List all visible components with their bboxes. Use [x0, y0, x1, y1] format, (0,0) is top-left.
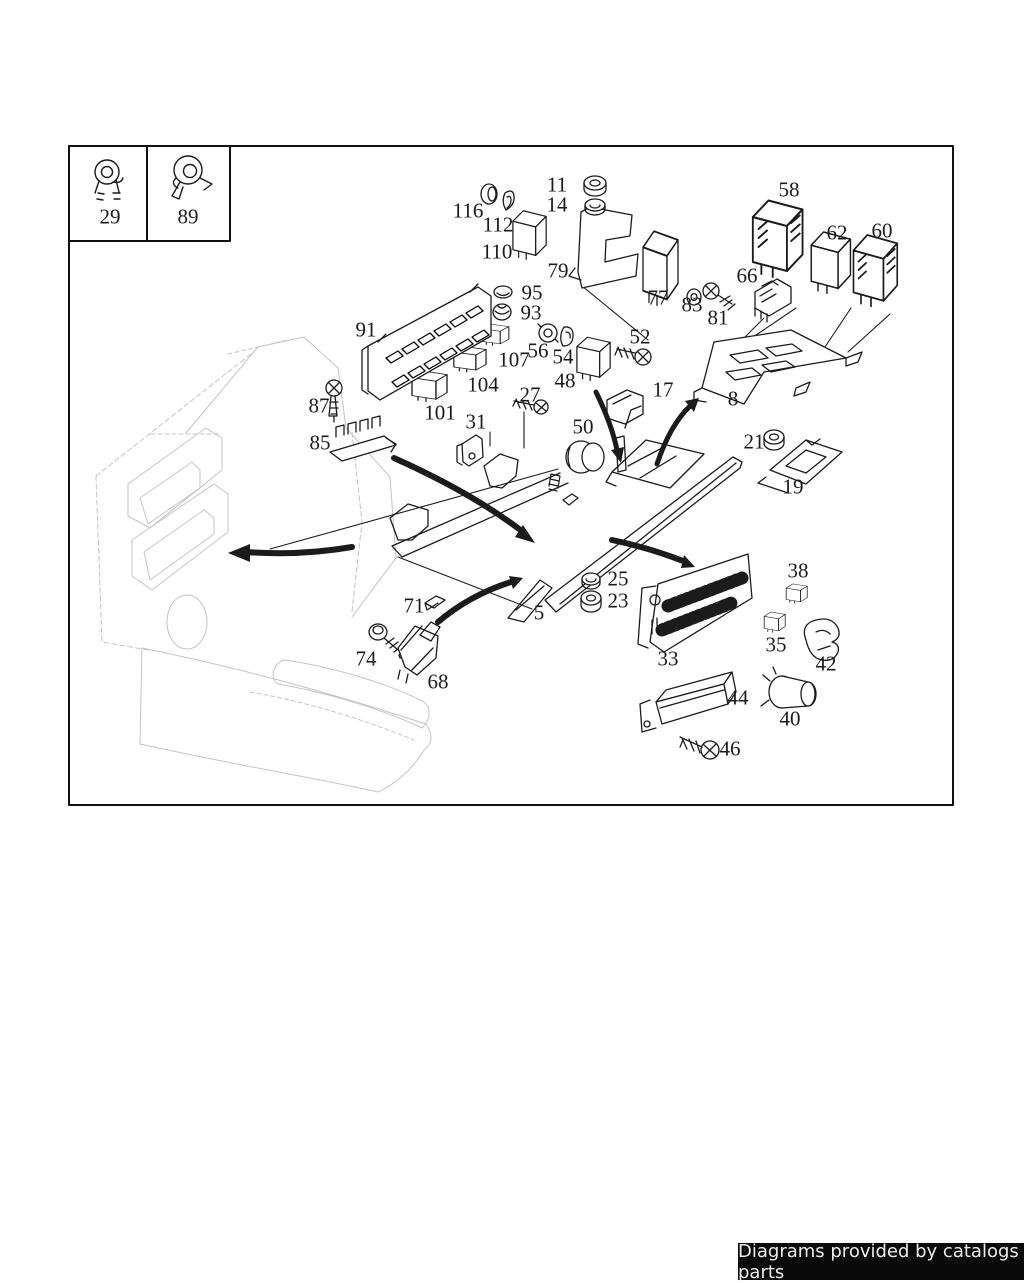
footer-credit-text: Diagrams provided by catalogs parts: [738, 1240, 1019, 1283]
footer-credit-bar: Diagrams provided by catalogs parts: [738, 1240, 1024, 1283]
clip-54-icon: [560, 326, 574, 347]
washer-14-icon: [584, 198, 606, 216]
legend-cell-89: [146, 145, 231, 242]
nut-11-icon: [583, 175, 607, 197]
bolt-74-drawing: [368, 623, 409, 659]
relay-110-drawing: [512, 210, 547, 260]
diagram-frame: [68, 145, 954, 806]
clip-112-icon: [502, 190, 515, 211]
connector-38-drawing: [785, 583, 808, 604]
plate-19-drawing: [757, 438, 843, 494]
socket-40-drawing: [760, 666, 817, 709]
clip-17-drawing: [606, 389, 644, 429]
cap-93-icon: [492, 303, 512, 321]
knob-50-drawing: [565, 440, 605, 474]
clip-85-drawing: [329, 415, 397, 462]
spring-clip-icon: [171, 155, 213, 200]
cap-95-icon: [493, 285, 513, 299]
relay-77-drawing: [642, 230, 679, 307]
relay-58-drawing: [753, 201, 803, 278]
fuse-panel-91-drawing: [361, 283, 492, 401]
clamp-42-drawing: [803, 618, 840, 661]
screw-46-drawing: [679, 736, 720, 760]
relay-60-drawing: [854, 235, 898, 306]
connector-35-drawing: [763, 611, 786, 633]
relay-48-drawing: [576, 336, 611, 382]
screw-87-drawing: [325, 379, 343, 423]
relay-62-drawing: [810, 231, 852, 294]
console-drawing: [95, 336, 432, 793]
plate-31-drawing: [456, 434, 484, 467]
wire-clip-icon: [94, 159, 124, 201]
screw-52-drawing: [614, 346, 652, 366]
screw-27-drawing: [512, 398, 549, 415]
grommet-56-icon: [537, 323, 559, 343]
wedge-71-icon: [424, 595, 446, 611]
nut-21-icon: [763, 429, 785, 451]
nut-23-icon: [580, 590, 602, 613]
direction-arrows: [228, 389, 699, 625]
spring-drawing: [548, 473, 579, 506]
frame-8-drawing: [693, 329, 863, 405]
fuse-strip-33-drawing: [637, 553, 753, 653]
washer-25-icon: [581, 572, 601, 590]
module-44-drawing: [639, 671, 737, 733]
screw-81-drawing: [686, 282, 736, 311]
bracket-79-drawing: [568, 206, 639, 289]
connector-68-drawing: [397, 621, 441, 684]
connector-66-drawing: [754, 278, 792, 323]
grommet-116-icon: [480, 183, 498, 205]
